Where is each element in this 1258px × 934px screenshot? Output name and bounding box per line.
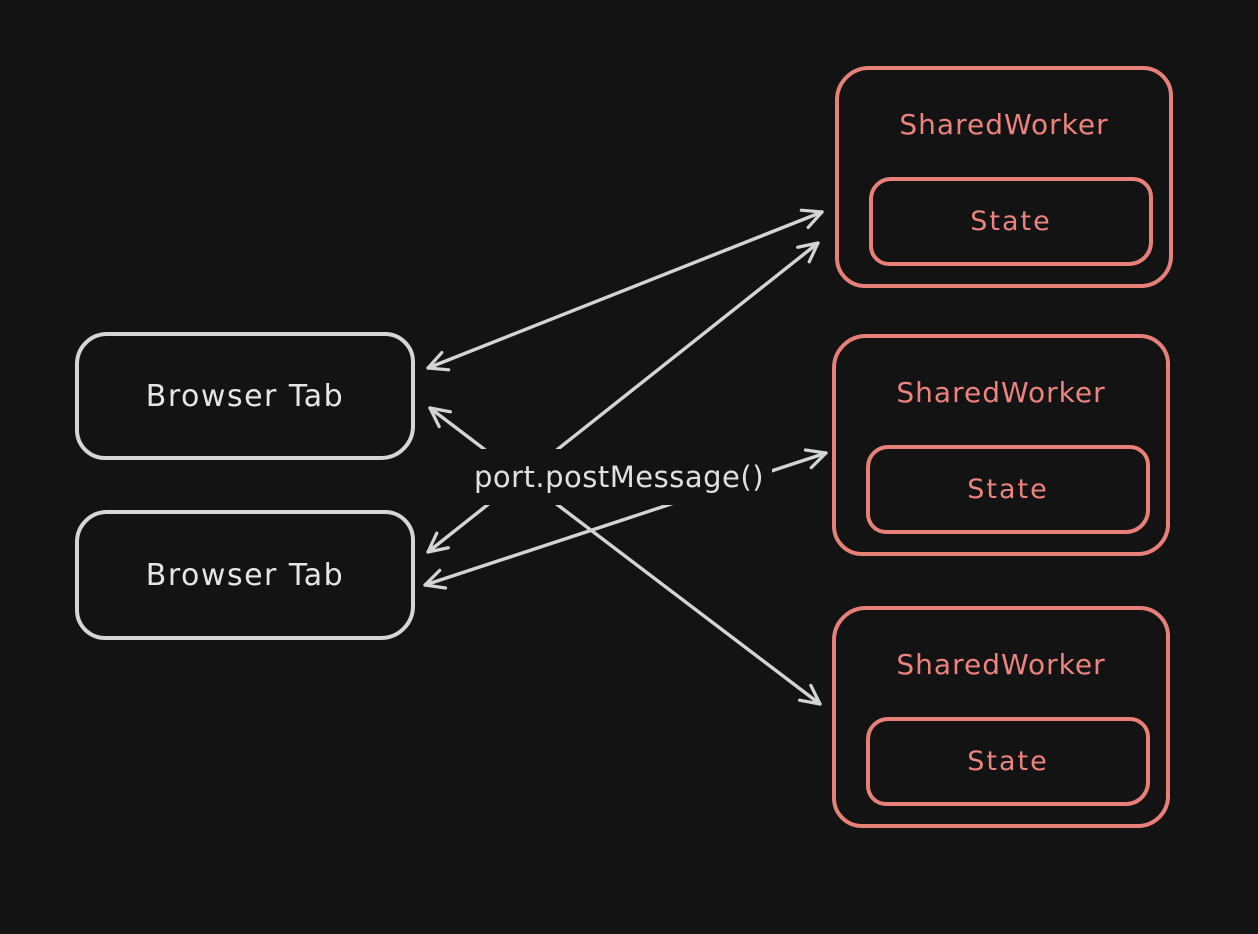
shared-worker-1-label: SharedWorker bbox=[899, 108, 1109, 141]
shared-worker-3-state-box: State bbox=[866, 717, 1150, 806]
shared-worker-1-state-box: State bbox=[869, 177, 1153, 266]
browser-tab-1-label: Browser Tab bbox=[145, 378, 345, 414]
shared-worker-3: SharedWorker State bbox=[832, 606, 1170, 828]
shared-worker-2-state-box: State bbox=[866, 445, 1150, 534]
shared-worker-3-state-label: State bbox=[967, 746, 1049, 777]
shared-worker-2-state-label: State bbox=[967, 474, 1049, 505]
browser-tab-1: Browser Tab bbox=[75, 332, 415, 460]
post-message-label: port.postMessage() bbox=[466, 449, 772, 505]
shared-worker-3-label: SharedWorker bbox=[896, 648, 1106, 681]
browser-tab-2-label: Browser Tab bbox=[145, 557, 345, 593]
browser-tab-2: Browser Tab bbox=[75, 510, 415, 640]
shared-worker-2-label: SharedWorker bbox=[896, 376, 1106, 409]
shared-worker-1-state-label: State bbox=[970, 206, 1052, 237]
arrow-tab1-worker1 bbox=[426, 208, 824, 372]
shared-worker-1: SharedWorker State bbox=[835, 66, 1173, 288]
shared-worker-2: SharedWorker State bbox=[832, 334, 1170, 556]
